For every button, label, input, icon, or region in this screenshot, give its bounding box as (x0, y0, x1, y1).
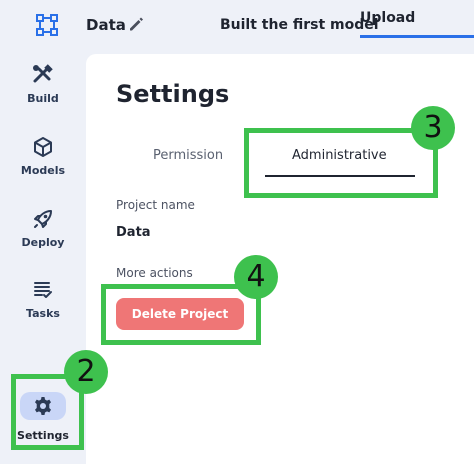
tab-permission[interactable]: Permission (153, 148, 224, 163)
top-bar: Data Built the first model Upload (0, 0, 474, 54)
app-logo-icon[interactable] (34, 12, 60, 38)
more-actions-label: More actions (116, 266, 193, 280)
annotation-badge: 4 (234, 255, 278, 299)
active-indicator (20, 392, 66, 420)
sidebar-item-label: Build (27, 92, 59, 105)
tab-upload[interactable]: Upload (360, 10, 474, 38)
tab-administrative[interactable]: Administrative (292, 148, 387, 163)
sidebar-item-build[interactable]: Build (0, 64, 86, 124)
sidebar-item-label: Models (20, 164, 66, 177)
annotation-box-administrative-tab (244, 128, 438, 198)
annotation-badge: 3 (411, 106, 455, 150)
cube-icon (34, 137, 52, 157)
active-tab-underline (265, 175, 415, 177)
task-list-icon (34, 282, 52, 298)
sidebar-item-deploy[interactable]: Deploy (0, 208, 86, 268)
rocket-icon (34, 210, 52, 228)
sidebar-item-settings[interactable]: Settings (0, 392, 86, 452)
annotation-badge: 2 (64, 350, 108, 394)
sidebar-item-tasks[interactable]: Tasks (0, 279, 86, 339)
project-name-value: Data (116, 225, 151, 240)
sidebar-item-label: Tasks (26, 307, 60, 320)
page-title: Settings (116, 80, 230, 108)
annotation-box-delete-button (101, 284, 261, 345)
tools-icon (33, 64, 53, 83)
sidebar-item-models[interactable]: Models (0, 136, 86, 196)
project-name-label: Project name (116, 198, 195, 212)
annotation-box-settings (11, 374, 84, 450)
model-title: Built the first model (220, 17, 379, 33)
settings-panel: Settings Permission Administrative Proje… (86, 54, 474, 464)
delete-project-button[interactable]: Delete Project (116, 298, 244, 330)
pencil-icon[interactable] (127, 15, 145, 33)
project-title: Data (86, 16, 126, 34)
gear-icon (35, 397, 51, 415)
sidebar-item-label: Settings (17, 429, 69, 442)
sidebar-item-label: Deploy (21, 236, 65, 249)
